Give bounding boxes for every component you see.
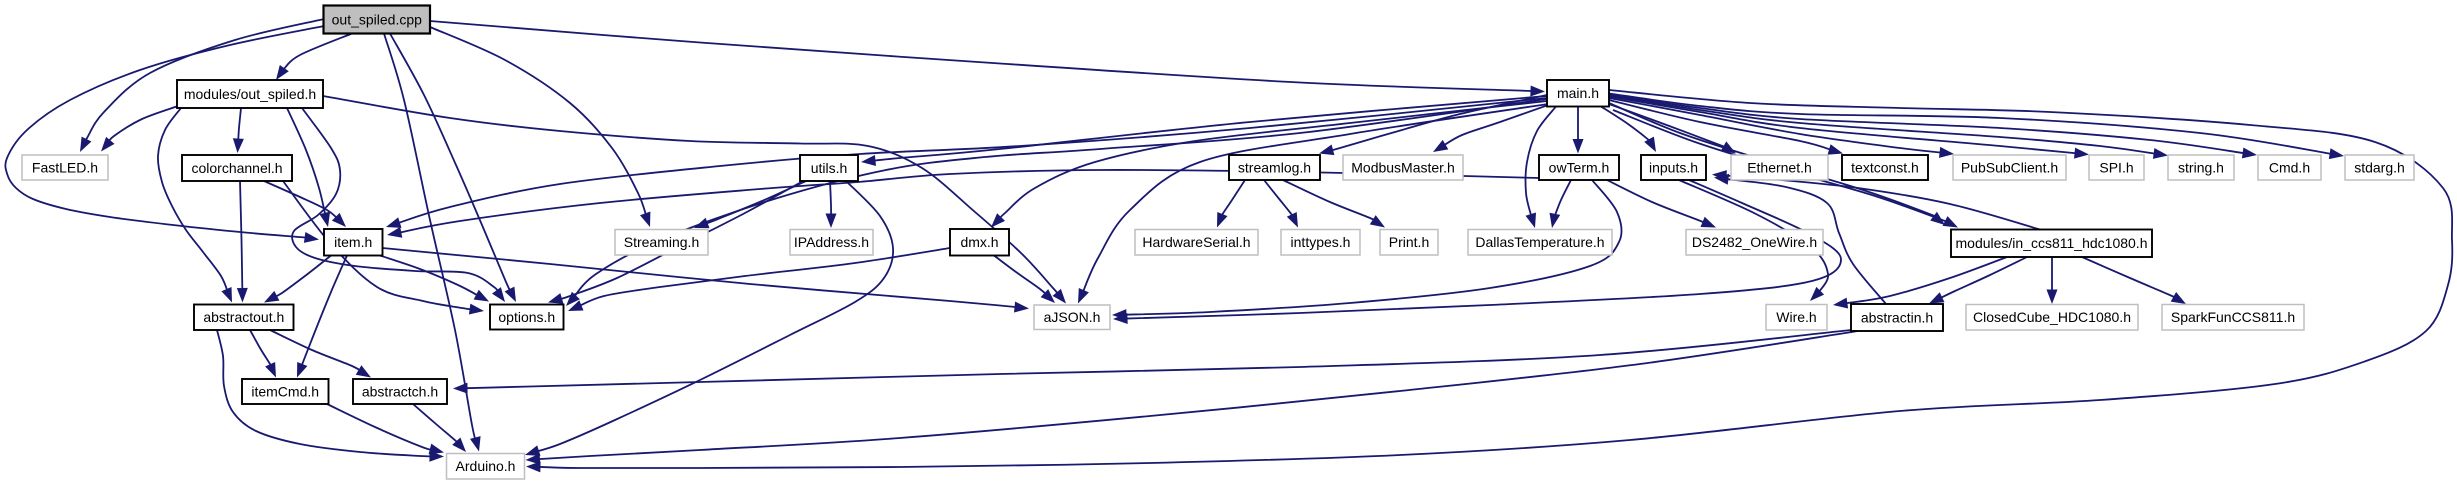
svg-text:stdarg.h: stdarg.h <box>2354 160 2405 176</box>
svg-text:abstractin.h: abstractin.h <box>1861 310 1933 326</box>
svg-text:colorchannel.h: colorchannel.h <box>191 160 282 176</box>
svg-text:itemCmd.h: itemCmd.h <box>251 384 319 400</box>
svg-text:DS2482_OneWire.h: DS2482_OneWire.h <box>1692 234 1817 250</box>
svg-text:abstractout.h: abstractout.h <box>203 309 284 325</box>
svg-text:Arduino.h: Arduino.h <box>456 458 516 474</box>
svg-text:SPI.h: SPI.h <box>2099 160 2133 176</box>
svg-text:IPAddress.h: IPAddress.h <box>794 234 869 250</box>
svg-text:DallasTemperature.h: DallasTemperature.h <box>1475 234 1604 250</box>
svg-text:utils.h: utils.h <box>811 160 848 176</box>
svg-text:string.h: string.h <box>2178 160 2224 176</box>
svg-text:inputs.h: inputs.h <box>1649 160 1698 176</box>
svg-text:modules/out_spiled.h: modules/out_spiled.h <box>184 86 316 102</box>
svg-text:modules/in_ccs811_hdc1080.h: modules/in_ccs811_hdc1080.h <box>1956 235 2148 251</box>
svg-text:owTerm.h: owTerm.h <box>1549 160 1610 176</box>
svg-text:options.h: options.h <box>498 309 555 325</box>
svg-text:aJSON.h: aJSON.h <box>1044 309 1101 325</box>
svg-text:streamlog.h: streamlog.h <box>1238 160 1311 176</box>
svg-text:Streaming.h: Streaming.h <box>624 234 699 250</box>
svg-text:Ethernet.h: Ethernet.h <box>1747 160 1812 176</box>
svg-text:inttypes.h: inttypes.h <box>1291 234 1351 250</box>
svg-text:ModbusMaster.h: ModbusMaster.h <box>1351 160 1455 176</box>
svg-text:main.h: main.h <box>1557 85 1599 101</box>
svg-text:dmx.h: dmx.h <box>960 234 998 250</box>
svg-text:Wire.h: Wire.h <box>1776 309 1816 325</box>
svg-text:FastLED.h: FastLED.h <box>32 160 98 176</box>
svg-text:abstractch.h: abstractch.h <box>362 384 438 400</box>
svg-text:textconst.h: textconst.h <box>1851 160 1919 176</box>
svg-text:Print.h: Print.h <box>1389 234 1429 250</box>
svg-text:ClosedCube_HDC1080.h: ClosedCube_HDC1080.h <box>1973 309 2131 325</box>
svg-text:PubSubClient.h: PubSubClient.h <box>1961 160 2058 176</box>
svg-text:item.h: item.h <box>334 234 372 250</box>
svg-text:HardwareSerial.h: HardwareSerial.h <box>1142 234 1250 250</box>
svg-text:SparkFunCCS811.h: SparkFunCCS811.h <box>2171 309 2295 325</box>
svg-text:out_spiled.cpp: out_spiled.cpp <box>332 12 423 28</box>
svg-text:Cmd.h: Cmd.h <box>2269 160 2310 176</box>
